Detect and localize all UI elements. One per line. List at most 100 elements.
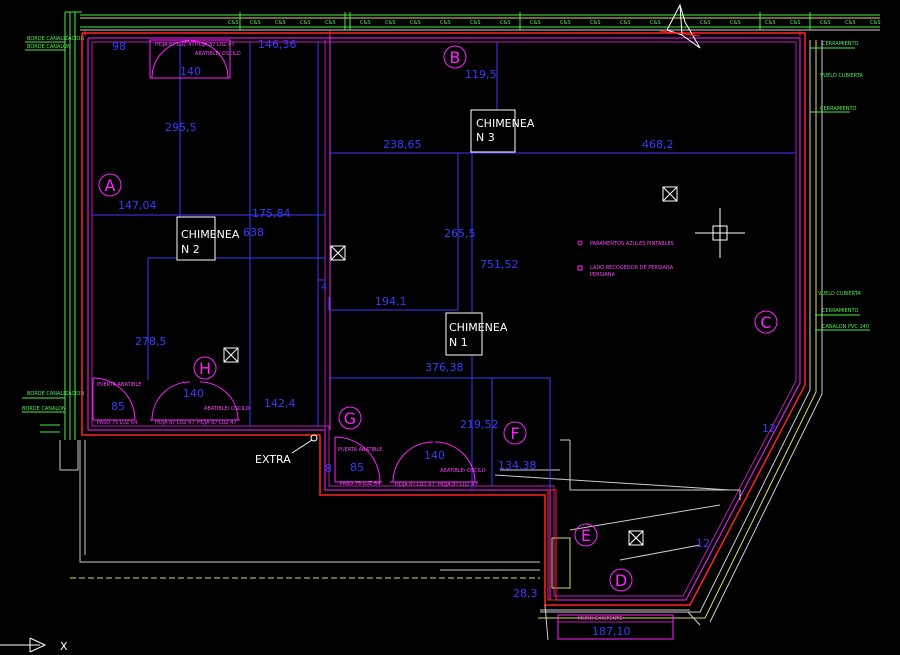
svg-text:C&S: C&S <box>870 20 881 26</box>
crossed-box-icon <box>662 186 678 202</box>
svg-text:C&S: C&S <box>325 20 336 26</box>
annotation-muro-existente: MURO EXISTENTE <box>578 616 622 622</box>
dimension-label: 194,1 <box>375 295 407 308</box>
existing-wall-box: MURO EXISTENTE 187,10 <box>557 614 674 640</box>
section-label-e: E <box>581 526 591 545</box>
legend-item-1: PARAMENTOS AZULES PINTABLES <box>590 241 674 247</box>
svg-text:C&S: C&S <box>845 20 856 26</box>
section-label-a: A <box>105 176 116 195</box>
dimension-label: 28,3 <box>513 587 538 600</box>
section-marker-d <box>609 568 633 592</box>
door-bottom-double <box>150 381 240 421</box>
svg-text:C&S: C&S <box>410 20 421 26</box>
section-markers <box>98 45 778 592</box>
door-g-double <box>390 441 478 483</box>
svg-text:C&S: C&S <box>385 20 396 26</box>
door-annotation: PUERTA ABATIBLE <box>338 447 382 453</box>
dimension-label: 265,5 <box>444 227 476 240</box>
annotation-vuelo-cubierta: VUELO CUBIERTA <box>820 73 863 79</box>
annotation-cerramiento-2: CERRAMIENTO <box>820 106 857 112</box>
door-annotation: PUERTA ABATIBLE <box>97 382 141 388</box>
door-g-single <box>334 436 382 483</box>
door-annotation: HOJA 87 LUZ 47 <box>197 420 237 426</box>
section-marker-f <box>503 421 527 445</box>
chimney-n3-line2: N 3 <box>476 131 495 144</box>
dimension-label: 376,38 <box>425 361 464 374</box>
door-annotation: HOJA 87 LUZ 47 <box>155 42 195 48</box>
section-marker-e <box>574 523 598 547</box>
extra-callout: EXTRA <box>255 434 318 466</box>
svg-text:C&S: C&S <box>730 20 741 26</box>
dimension-label: 134,38 <box>498 459 537 472</box>
legend-item-2: LADO RECOGEDOR DE PERSIANA <box>590 265 674 271</box>
dimension-label: 147,04 <box>118 199 157 212</box>
svg-text:C&S: C&S <box>275 20 286 26</box>
dimension-label: 751,52 <box>480 258 519 271</box>
dimension-label: 468,2 <box>642 138 674 151</box>
svg-text:C&S: C&S <box>620 20 631 26</box>
crossed-box-icon <box>330 245 346 261</box>
svg-text:C&S: C&S <box>530 20 541 26</box>
section-label-f: F <box>510 424 519 443</box>
section-marker-c <box>754 310 778 334</box>
dimension-label: 219,52 <box>460 418 499 431</box>
crossed-box-symbols <box>223 186 678 546</box>
dimension-label: 638 <box>243 226 264 239</box>
section-label-b: B <box>450 48 461 67</box>
door-annotation: PASO 75 LUZ 64 <box>340 481 380 487</box>
door-annotation: HOJA 87 LUZ 47 <box>438 482 478 488</box>
chimney-n1: CHIMENEA N 1 <box>445 312 508 356</box>
left-annotations: BORDE CANALIZACION BORDE CANALON BORDE C… <box>22 36 84 433</box>
door-bottom-left <box>92 377 136 421</box>
svg-text:C&S: C&S <box>700 20 711 26</box>
chimney-n2: CHIMENEA N 2 <box>176 216 240 261</box>
door-annotation: HOJA 87 LUZ 47 <box>155 420 195 426</box>
section-marker-h <box>193 356 217 380</box>
svg-text:C&S: C&S <box>440 20 451 26</box>
dimension-label: 85 <box>350 461 364 474</box>
top-wall-ticks <box>84 30 801 37</box>
dimension-labels: 98 140 146,36 119,5 238,65 468,2 295,5 1… <box>111 38 776 600</box>
dimension-label: 140 <box>424 449 445 462</box>
axis-x-label: X <box>60 640 68 653</box>
legend: PARAMENTOS AZULES PINTABLES LADO RECOGED… <box>577 240 674 278</box>
section-marker-g <box>338 406 362 430</box>
annotation-vuelo-cubierta-2: VUELO CUBIERTA <box>818 291 861 297</box>
dimension-label: 278,5 <box>135 335 167 348</box>
chimney-n2-line1: CHIMENEA <box>181 228 240 241</box>
column-E <box>547 489 571 601</box>
dimension-label: 85 <box>111 400 125 413</box>
svg-text:C&S: C&S <box>765 20 776 26</box>
annotation-borde-canalon-2: BORDE CANALON <box>22 406 66 412</box>
annotation-cerramiento: CERRAMIENTO <box>822 41 859 47</box>
svg-text:C&S: C&S <box>500 20 511 26</box>
chimney-n2-line2: N 2 <box>181 243 200 256</box>
svg-text:C&S: C&S <box>820 20 831 26</box>
dimension-label: 142,4 <box>264 397 296 410</box>
svg-text:C&S: C&S <box>590 20 601 26</box>
section-label-d: D <box>615 571 627 590</box>
dimension-label: 140 <box>183 387 204 400</box>
right-annotations: CERRAMIENTO VUELO CUBIERTA CERRAMIENTO V… <box>810 41 870 331</box>
section-marker-labels: A B C D E F G H <box>105 48 772 590</box>
svg-text:C&S: C&S <box>470 20 481 26</box>
section-marker-a <box>98 173 122 197</box>
annotation-borde-canalizacion: BORDE CANALIZACION <box>27 36 84 42</box>
crossed-box-icon <box>223 347 239 363</box>
axis-x-indicator: X <box>0 637 68 653</box>
svg-text:C&S: C&S <box>300 20 311 26</box>
annotation-cerramiento-3: CERRAMIENTO <box>822 308 859 314</box>
svg-text:C&S: C&S <box>250 20 261 26</box>
extra-label: EXTRA <box>255 453 291 466</box>
door-annotations: HOJA 87 LUZ 47 HOJA 87 LUZ 47 ABATIBLE/ … <box>97 42 486 488</box>
door-annotation: HOJA 87 LUZ 47 <box>195 42 235 48</box>
crosshair-cursor-icon <box>695 208 745 258</box>
dimension-label: 119,5 <box>465 68 497 81</box>
dimension-label: 140 <box>180 65 201 78</box>
door-annotation: ABATIBLE/ OSCILO <box>195 51 241 57</box>
door-annotation: PASO 75 LUZ 64 <box>97 420 137 426</box>
doors <box>92 39 478 483</box>
section-label-g: G <box>344 409 356 428</box>
dimension-label: 12 <box>762 422 776 435</box>
